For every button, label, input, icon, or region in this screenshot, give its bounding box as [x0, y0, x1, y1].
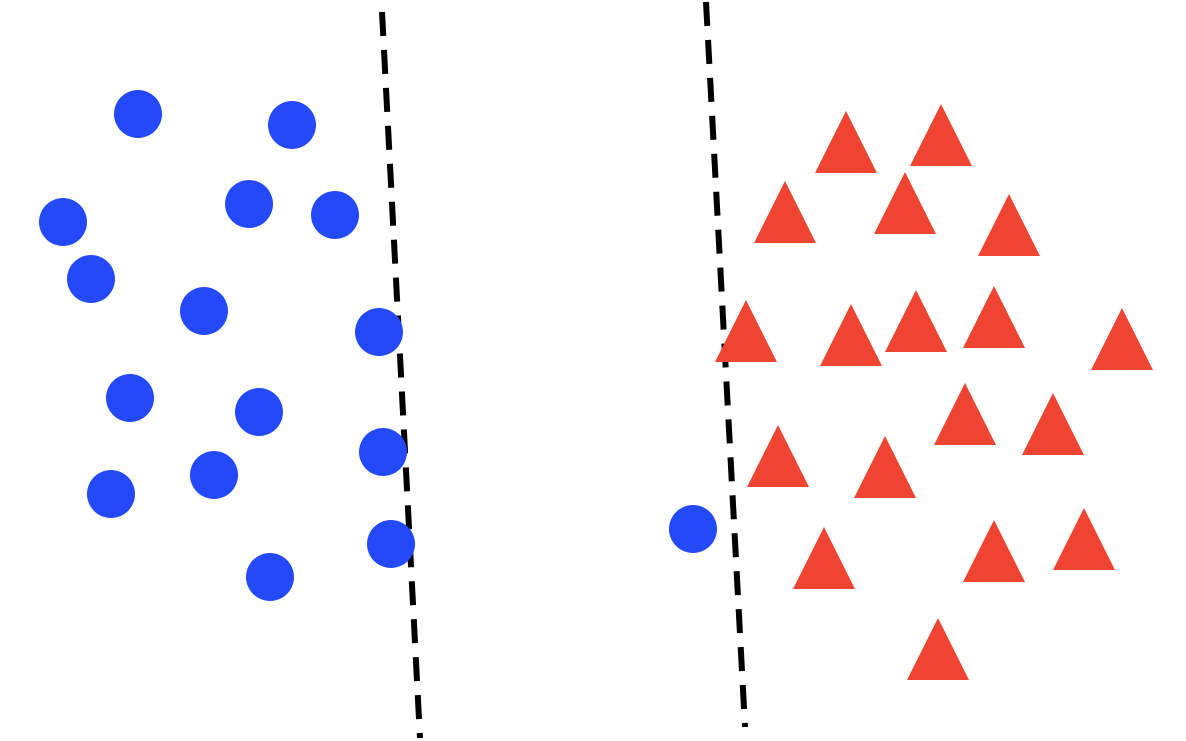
triangle-points	[715, 104, 1153, 680]
boundary-lines	[379, 1, 748, 739]
right-dashed-boundary	[703, 1, 748, 728]
red-triangle-point	[910, 104, 972, 166]
blue-circle-point	[67, 255, 115, 303]
red-triangle-point	[1022, 393, 1084, 455]
circle-points	[39, 90, 717, 601]
left-dashed-boundary	[379, 11, 423, 739]
blue-circle-point	[359, 428, 407, 476]
blue-circle-point	[355, 308, 403, 356]
blue-circle-point	[225, 180, 273, 228]
red-triangle-point	[934, 383, 996, 445]
blue-circle-point	[268, 101, 316, 149]
red-triangle-point	[885, 290, 947, 352]
red-triangle-point	[820, 304, 882, 366]
red-triangle-point	[1053, 508, 1115, 570]
red-triangle-point	[715, 300, 777, 362]
blue-circle-point	[87, 470, 135, 518]
red-triangle-point	[978, 194, 1040, 256]
red-triangle-point	[754, 181, 816, 243]
blue-circle-point	[190, 451, 238, 499]
red-triangle-point	[963, 286, 1025, 348]
blue-circle-point	[106, 374, 154, 422]
blue-circle-point	[114, 90, 162, 138]
red-triangle-point	[963, 520, 1025, 582]
blue-circle-point	[39, 198, 87, 246]
red-triangle-point	[1091, 308, 1153, 370]
red-triangle-point	[747, 425, 809, 487]
red-triangle-point	[907, 618, 969, 680]
blue-circle-point	[367, 520, 415, 568]
blue-circle-point	[311, 191, 359, 239]
blue-circle-point	[669, 505, 717, 553]
red-triangle-point	[793, 527, 855, 589]
red-triangle-point	[874, 172, 936, 234]
red-triangle-point	[815, 111, 877, 173]
blue-circle-point	[235, 388, 283, 436]
blue-circle-point	[180, 287, 228, 335]
blue-circle-point	[246, 553, 294, 601]
red-triangle-point	[854, 436, 916, 498]
